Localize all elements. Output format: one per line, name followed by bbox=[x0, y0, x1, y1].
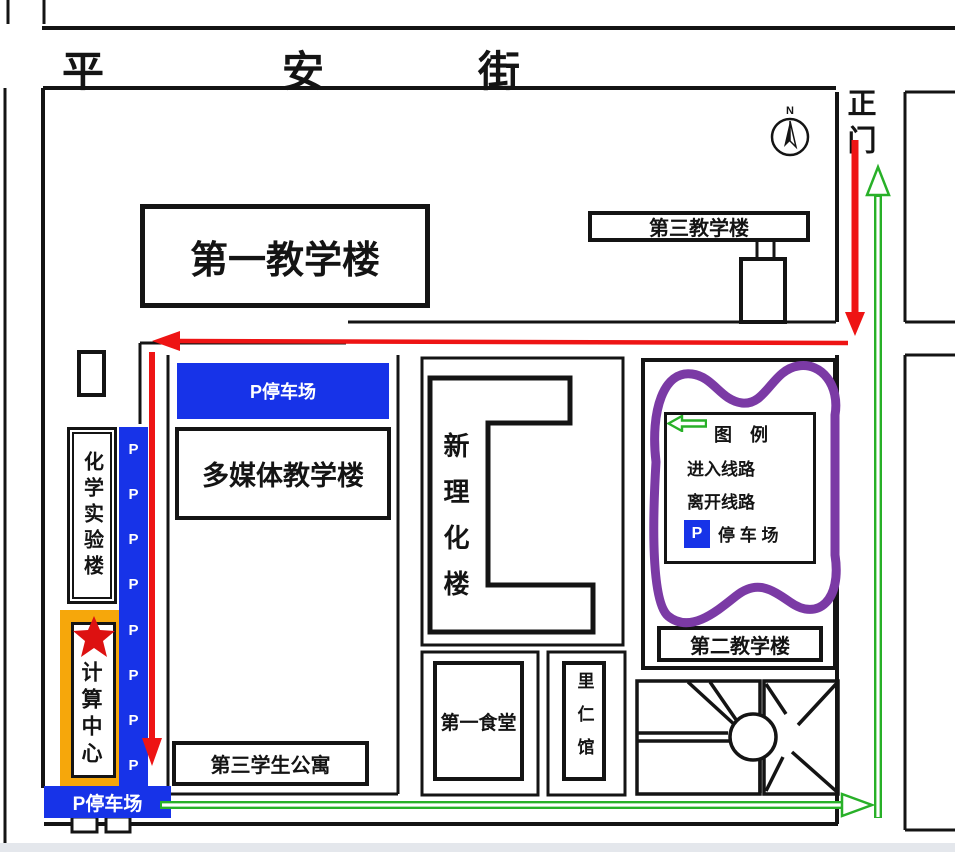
parking-p-marker: P bbox=[128, 531, 139, 549]
building-chem-lab-label: 化学实验楼 bbox=[72, 432, 112, 599]
computing-center-highlight-frame: 计算中心 bbox=[60, 610, 127, 789]
building-chem-lab: 化学实验楼 bbox=[67, 427, 117, 604]
parking-p-marker: P bbox=[128, 486, 139, 504]
dining-block-outline bbox=[420, 650, 540, 797]
teaching3-annex bbox=[739, 257, 787, 324]
parking-p-marker: P bbox=[128, 621, 139, 639]
building-teaching1: 第一教学楼 bbox=[140, 204, 430, 308]
building-dorm3: 第三学生公寓 bbox=[172, 741, 369, 786]
building-dining1: 第一食堂 bbox=[433, 661, 524, 781]
parking-strip-west: P P P P P P P P bbox=[119, 427, 148, 788]
liren-block-outline bbox=[546, 650, 627, 797]
legend-entry-row: 进入线路 bbox=[667, 415, 803, 484]
legend-panel: 图 例 进入线路 离开线路 P 停 车 场 bbox=[664, 412, 816, 564]
building-science-label: 新理化楼 bbox=[440, 432, 470, 616]
building-liren-label: 里仁馆 bbox=[574, 671, 594, 771]
legend-exit-label: 离开线路 bbox=[687, 493, 755, 512]
star-marker-icon bbox=[73, 616, 115, 657]
multimedia-block-outline bbox=[166, 355, 400, 796]
compass-north-label: N bbox=[786, 105, 794, 117]
small-building bbox=[77, 350, 106, 397]
parking-p-marker: P bbox=[128, 576, 139, 594]
legend-entry-label: 进入线路 bbox=[687, 460, 755, 479]
main-gate-label: 正门 bbox=[843, 88, 875, 162]
parking-lot-southwest: P停车场 bbox=[44, 786, 171, 818]
science-block-outline bbox=[420, 356, 625, 647]
compass-icon: N bbox=[770, 105, 810, 157]
building-multimedia: 多媒体教学楼 bbox=[175, 427, 391, 520]
street-name-char: 街 bbox=[478, 50, 521, 96]
exit-route-arrow-icon bbox=[667, 415, 707, 432]
bottom-edge-bar bbox=[0, 843, 955, 852]
parking-p-marker: P bbox=[128, 711, 139, 729]
legend-parking-row: P 停 车 场 bbox=[679, 517, 803, 550]
building-teaching3: 第三教学楼 bbox=[588, 211, 810, 242]
parking-p-marker: P bbox=[128, 441, 139, 459]
building-computing-center: 计算中心 bbox=[71, 616, 116, 778]
parking-p-marker: P bbox=[128, 756, 139, 774]
plaza-circle bbox=[728, 712, 778, 762]
street-name-char: 平 bbox=[62, 50, 105, 96]
legend-parking-symbol: P bbox=[684, 519, 710, 548]
street-name-char: 安 bbox=[282, 50, 325, 96]
parking-p-marker: P bbox=[128, 666, 139, 684]
parking-lot-north: P停车场 bbox=[177, 363, 389, 419]
building-teaching2: 第二教学楼 bbox=[657, 626, 823, 662]
legend-parking-label: 停 车 场 bbox=[718, 526, 779, 545]
plaza bbox=[635, 679, 840, 796]
legend-exit-row: 离开线路 bbox=[667, 415, 803, 517]
building-computing-center-label: 计算中心 bbox=[79, 661, 102, 769]
